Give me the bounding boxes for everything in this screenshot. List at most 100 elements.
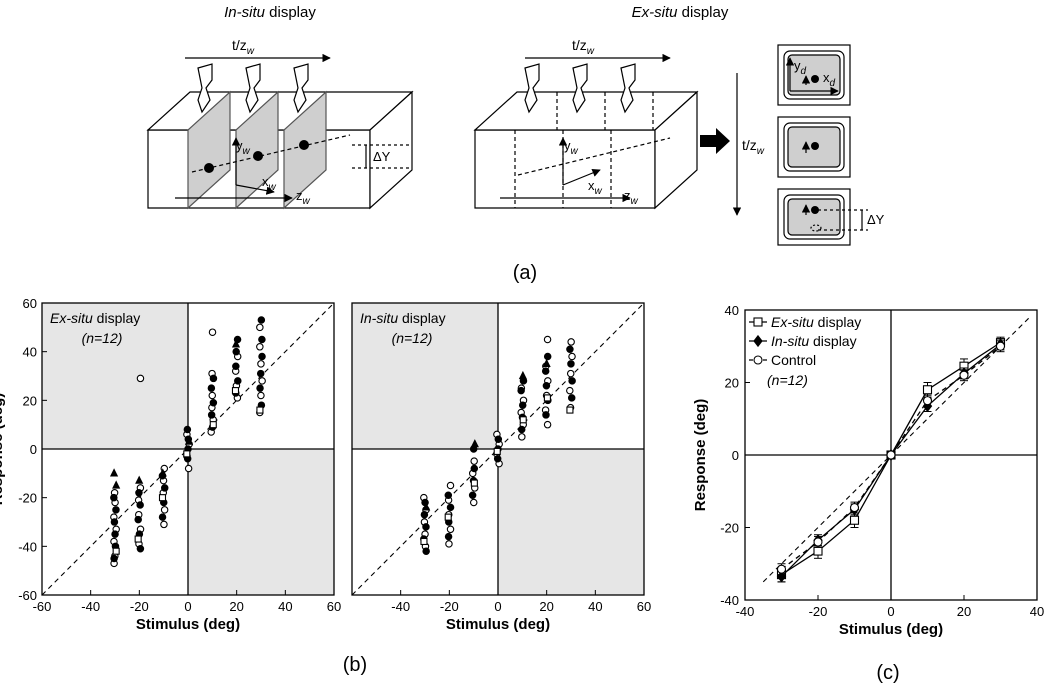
y-axis-label: Response (deg) xyxy=(0,393,6,506)
y-tick-label: 0 xyxy=(30,442,37,457)
data-point xyxy=(110,554,118,563)
panel-a-caption: (a) xyxy=(513,262,537,284)
insitu-xw-label: xw xyxy=(262,174,277,193)
data-point xyxy=(256,369,265,378)
shaded-quadrant xyxy=(188,449,334,595)
data-point xyxy=(136,545,145,553)
panel-b-caption: (b) xyxy=(343,654,367,676)
insitu-time-label: t/zw xyxy=(232,37,255,57)
data-point xyxy=(134,535,142,543)
display-frame-1 xyxy=(777,44,851,106)
data-point xyxy=(470,479,478,487)
exsitu-box xyxy=(473,63,699,210)
data-point xyxy=(517,386,525,395)
insitu-dot xyxy=(253,151,263,161)
x-tick-label: -40 xyxy=(736,604,755,619)
data-point xyxy=(519,416,527,424)
x-tick-label: -20 xyxy=(809,604,828,619)
data-point xyxy=(922,396,933,406)
data-point xyxy=(134,515,142,524)
insitu-dot xyxy=(299,140,309,150)
data-point xyxy=(256,323,264,332)
x-axis-label: Stimulus (deg) xyxy=(446,616,550,633)
x-tick-label: 0 xyxy=(184,599,191,614)
data-point xyxy=(543,394,551,402)
exsitu-xw-label: xw xyxy=(588,178,603,197)
data-point xyxy=(493,454,502,463)
data-point xyxy=(209,399,218,407)
legend-marker xyxy=(753,317,763,327)
data-point xyxy=(541,367,550,375)
legend-label: Control xyxy=(771,352,816,368)
y-tick-label: 20 xyxy=(23,393,37,408)
data-point xyxy=(567,394,576,402)
data-point xyxy=(444,532,453,541)
data-point xyxy=(776,564,787,574)
data-point xyxy=(567,360,575,368)
data-point xyxy=(111,530,119,538)
y-axis-label: Response (deg) xyxy=(692,399,709,512)
y-tick-label: -60 xyxy=(18,588,37,603)
data-point xyxy=(446,525,455,534)
chart-title: In-situ display xyxy=(360,310,446,326)
data-point xyxy=(209,421,217,429)
exsitu-zw-label: zw xyxy=(624,188,639,207)
x-tick-label: 0 xyxy=(494,599,501,614)
display-dot xyxy=(811,142,819,150)
x-tick-label: 20 xyxy=(957,604,971,619)
data-point xyxy=(110,493,118,502)
data-point xyxy=(422,523,430,531)
x-axis-label: Stimulus (deg) xyxy=(839,621,943,638)
data-point xyxy=(258,352,266,361)
x-tick-label: -20 xyxy=(130,599,149,614)
exsitu-time-label: t/zw xyxy=(572,37,595,57)
display-dot xyxy=(811,75,819,83)
x-tick-label: 20 xyxy=(539,599,553,614)
data-point xyxy=(886,450,896,460)
data-point xyxy=(158,513,167,521)
data-point xyxy=(995,341,1006,351)
data-point xyxy=(232,362,240,371)
data-point xyxy=(420,510,429,519)
y-tick-label: 0 xyxy=(732,448,739,463)
data-point xyxy=(542,358,551,367)
data-point xyxy=(566,345,574,353)
shaded-quadrant xyxy=(42,303,188,449)
shaded-quadrant xyxy=(352,303,498,449)
data-point xyxy=(422,547,430,555)
exsitu-yw-label: yw xyxy=(564,138,579,157)
data-point xyxy=(922,385,933,395)
display-delta-y: ΔY xyxy=(867,212,885,227)
exsitu-title: Ex-situ display xyxy=(632,4,729,21)
data-point xyxy=(542,411,550,419)
y-tick-label: 20 xyxy=(725,376,739,391)
data-point xyxy=(208,391,217,400)
data-point xyxy=(135,475,144,484)
display-time-label: t/zw xyxy=(742,137,765,157)
y-tick-label: 60 xyxy=(23,296,37,311)
data-point xyxy=(542,381,551,390)
insitu-dot xyxy=(204,163,214,173)
panel-c-caption: (c) xyxy=(876,662,899,684)
data-point xyxy=(849,503,860,513)
y-tick-label: 40 xyxy=(725,303,739,318)
data-point xyxy=(445,540,453,548)
panel-a: In-situ display Ex-situ display t/zw xyxy=(146,4,885,284)
data-point xyxy=(518,433,526,441)
data-point xyxy=(160,520,168,529)
data-point xyxy=(420,537,428,546)
insitu-title: In-situ display xyxy=(224,4,316,21)
identity-line xyxy=(351,302,645,596)
n-label: (n=12) xyxy=(392,330,433,346)
data-point xyxy=(543,420,552,429)
data-point xyxy=(422,502,431,511)
data-point xyxy=(568,352,576,361)
data-point xyxy=(494,435,503,444)
display-frame-3 xyxy=(777,188,868,246)
y-tick-label: -20 xyxy=(18,491,37,506)
x-tick-label: 60 xyxy=(327,599,341,614)
